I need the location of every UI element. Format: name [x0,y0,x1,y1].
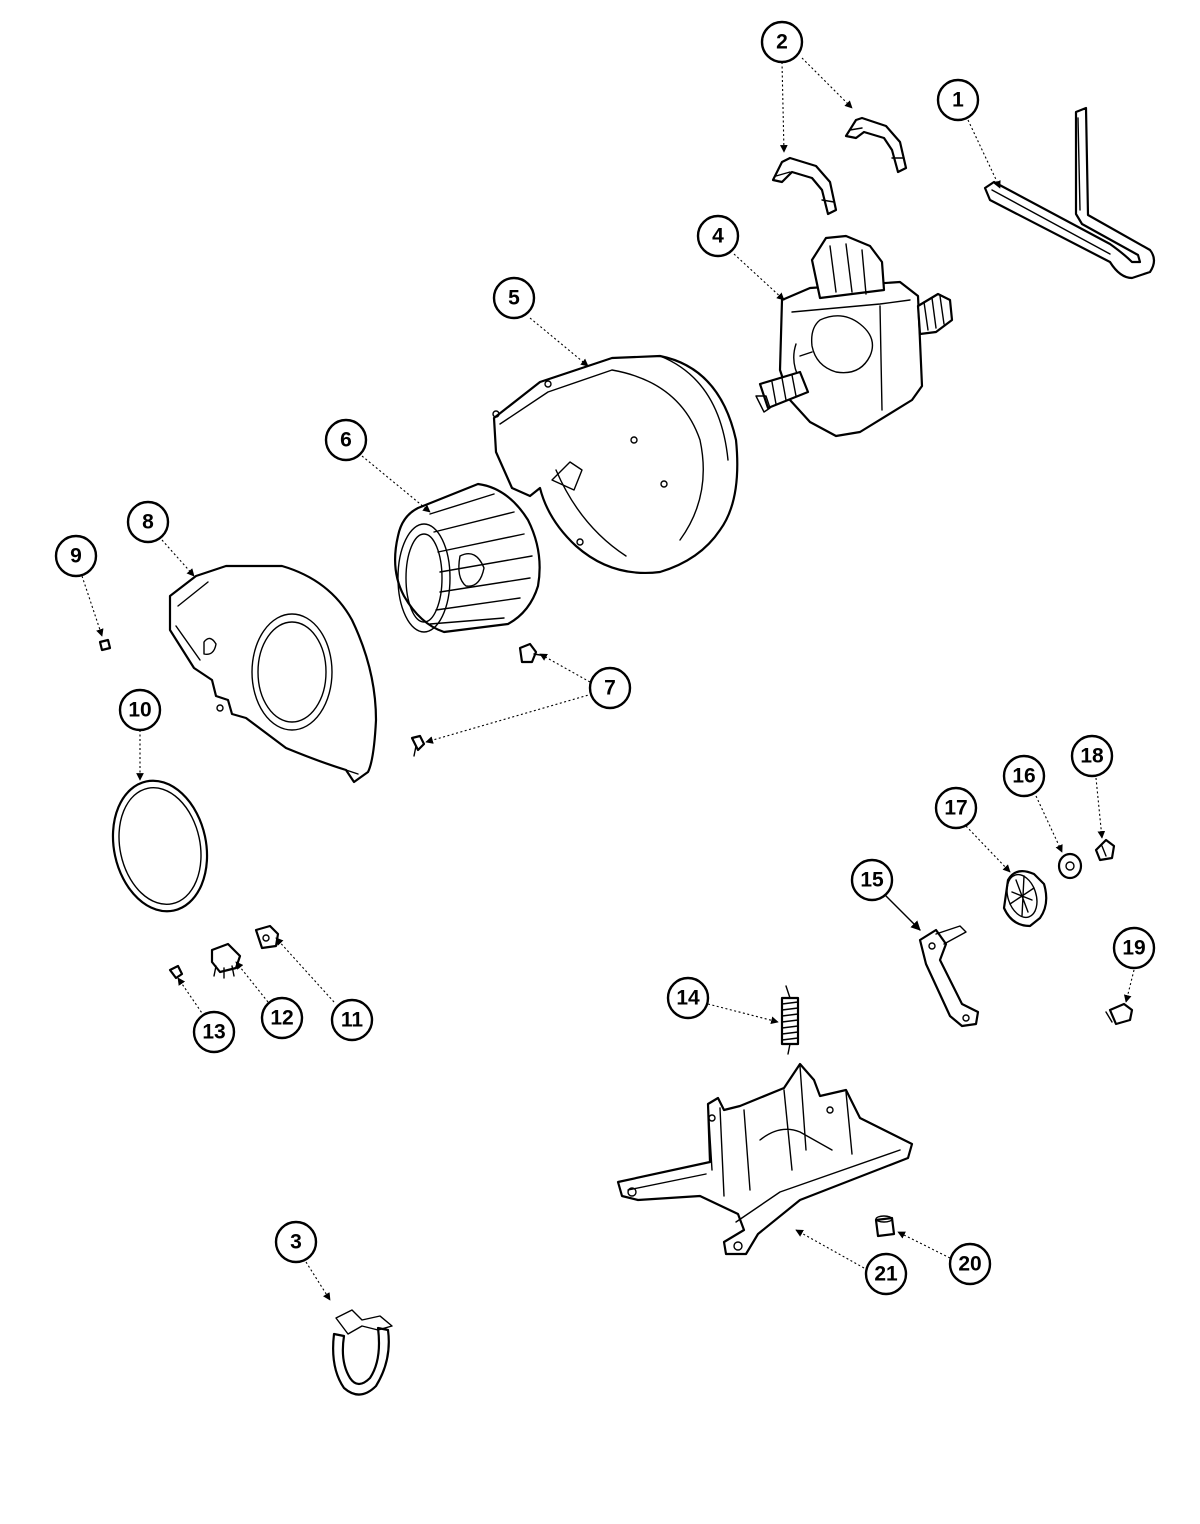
callout-11: 11 [330,998,374,1042]
part-4-motor [755,234,954,438]
callout-1: 1 [936,78,980,122]
callout-15: 15 [850,858,894,902]
callout-19: 19 [1112,926,1156,970]
part-16-washer [1057,852,1083,880]
callout-21: 21 [864,1252,908,1296]
part-7-screws [410,642,547,757]
callout-17-label: 17 [944,797,967,820]
callout-14: 14 [666,976,710,1020]
callout-12: 12 [260,996,304,1040]
callout-16: 16 [1002,754,1046,798]
callout-3-label: 3 [290,1231,302,1254]
callout-4: 4 [696,214,740,258]
part-3-clamp [332,1309,393,1396]
part-10-seal-ring [111,779,209,913]
callout-7: 7 [588,666,632,710]
callout-13: 13 [192,1010,236,1054]
part-18-clip [1094,838,1116,862]
callout-6-label: 6 [340,429,352,452]
callout-8-label: 8 [142,511,154,534]
callout-12-label: 12 [270,1007,293,1030]
part-21-motor-mount [616,1062,914,1256]
callout-2-label: 2 [776,31,788,54]
callout-17: 17 [934,786,978,830]
callout-20-label: 20 [958,1253,981,1276]
callout-9-label: 9 [70,545,82,568]
callout-14-label: 14 [676,987,700,1010]
callout-2: 2 [760,20,804,64]
callout-15-label: 15 [860,869,884,892]
callout-5: 5 [492,276,536,320]
part-17-idler-pulley [1002,869,1048,928]
callout-13-label: 13 [202,1021,225,1044]
callout-9: 9 [54,534,98,578]
callout-19-label: 19 [1122,937,1145,960]
callout-10: 10 [118,688,162,732]
part-15-idler-arm [918,925,980,1028]
part-1-drive-belt [983,106,1156,280]
callout-20: 20 [948,1242,992,1286]
callout-8: 8 [126,500,170,544]
part-8-housing-cover [168,564,378,784]
callout-11-label: 11 [341,1009,364,1032]
part-11-bracket [254,924,280,950]
callout-18-label: 18 [1080,745,1104,768]
callout-3: 3 [274,1220,318,1264]
callout-1-label: 1 [952,89,964,112]
part-9-screw [98,638,112,652]
part-12-thermostat [210,942,242,979]
callout-7-label: 7 [604,677,616,700]
part-14-spring [780,985,800,1055]
callout-6: 6 [324,418,368,462]
part-5-blower-housing [492,354,739,574]
callout-10-label: 10 [128,699,151,722]
callout-16-label: 16 [1012,765,1035,788]
callout-4-label: 4 [712,225,724,248]
part-6-blower-wheel [393,482,541,634]
callout-18: 18 [1070,734,1114,778]
callout-5-label: 5 [508,287,520,310]
callout-21-label: 21 [874,1263,898,1286]
part-19-screw [1105,1002,1134,1026]
leader-lines [81,57,1135,1301]
part-20-bushing [874,1215,896,1238]
part-2-motor-clips [771,116,908,216]
part-13-screw [168,964,184,980]
